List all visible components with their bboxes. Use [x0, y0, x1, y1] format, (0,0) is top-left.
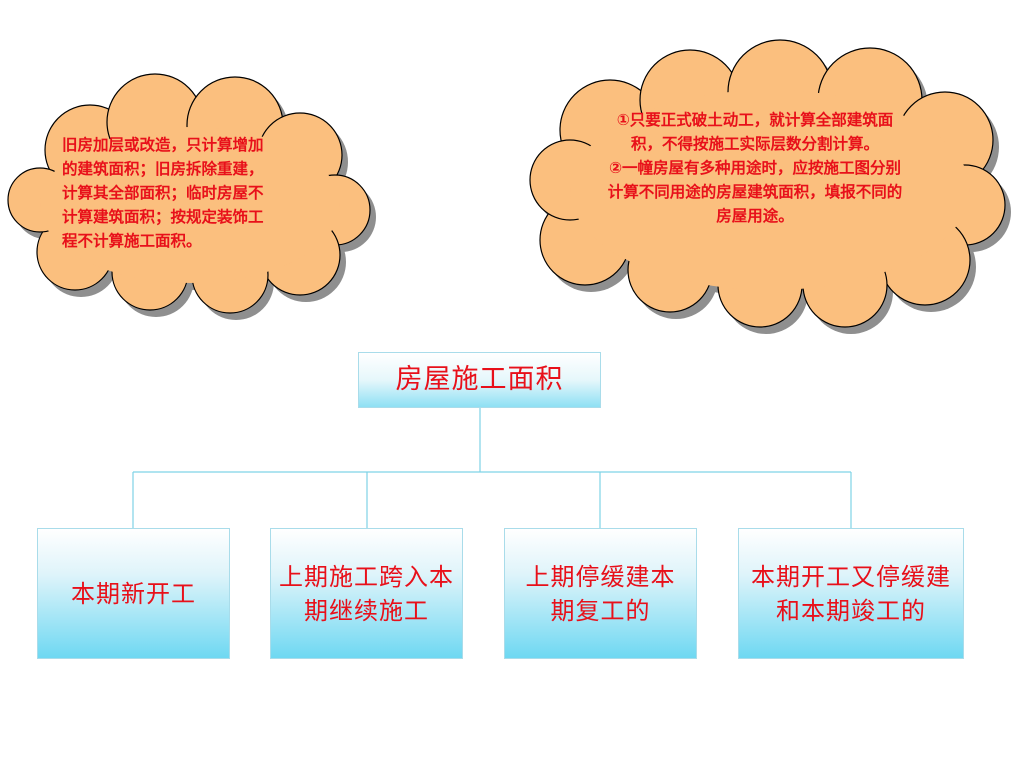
cloud-right-paragraph-2: ②一幢房屋有多种用途时，应按施工图分别计算不同用途的房屋建筑面积，填报不同的房屋…	[607, 159, 903, 225]
child-node-1: 本期新开工	[37, 528, 230, 659]
cloud-right-fill	[570, 90, 970, 290]
cloud-left-text: 旧房加层或改造，只计算增加的建筑面积；旧房拆除重建，计算其全部面积；临时房屋不计…	[62, 136, 264, 250]
child-node-2: 上期施工跨入本期继续施工	[270, 528, 463, 659]
cloud-right-text: ①只要正式破土动工，就计算全部建筑面积，不得按施工实际层数分割计算。 ②一幢房屋…	[606, 108, 904, 228]
cloud-right-paragraph-1: ①只要正式破土动工，就计算全部建筑面积，不得按施工实际层数分割计算。	[616, 111, 894, 153]
root-node-box: 房屋施工面积	[358, 352, 601, 408]
root-node-label: 房屋施工面积	[395, 364, 564, 395]
child-node-4: 本期开工又停缓建和本期竣工的	[738, 528, 964, 659]
child-node-2-label: 上期施工跨入本期继续施工	[279, 562, 454, 625]
child-node-3-label: 上期停缓建本期复工的	[525, 562, 676, 625]
child-node-1-label: 本期新开工	[71, 579, 196, 608]
child-node-3: 上期停缓建本期复工的	[504, 528, 697, 659]
cloud-left-fill	[40, 127, 340, 283]
child-node-4-label: 本期开工又停缓建和本期竣工的	[751, 562, 951, 625]
